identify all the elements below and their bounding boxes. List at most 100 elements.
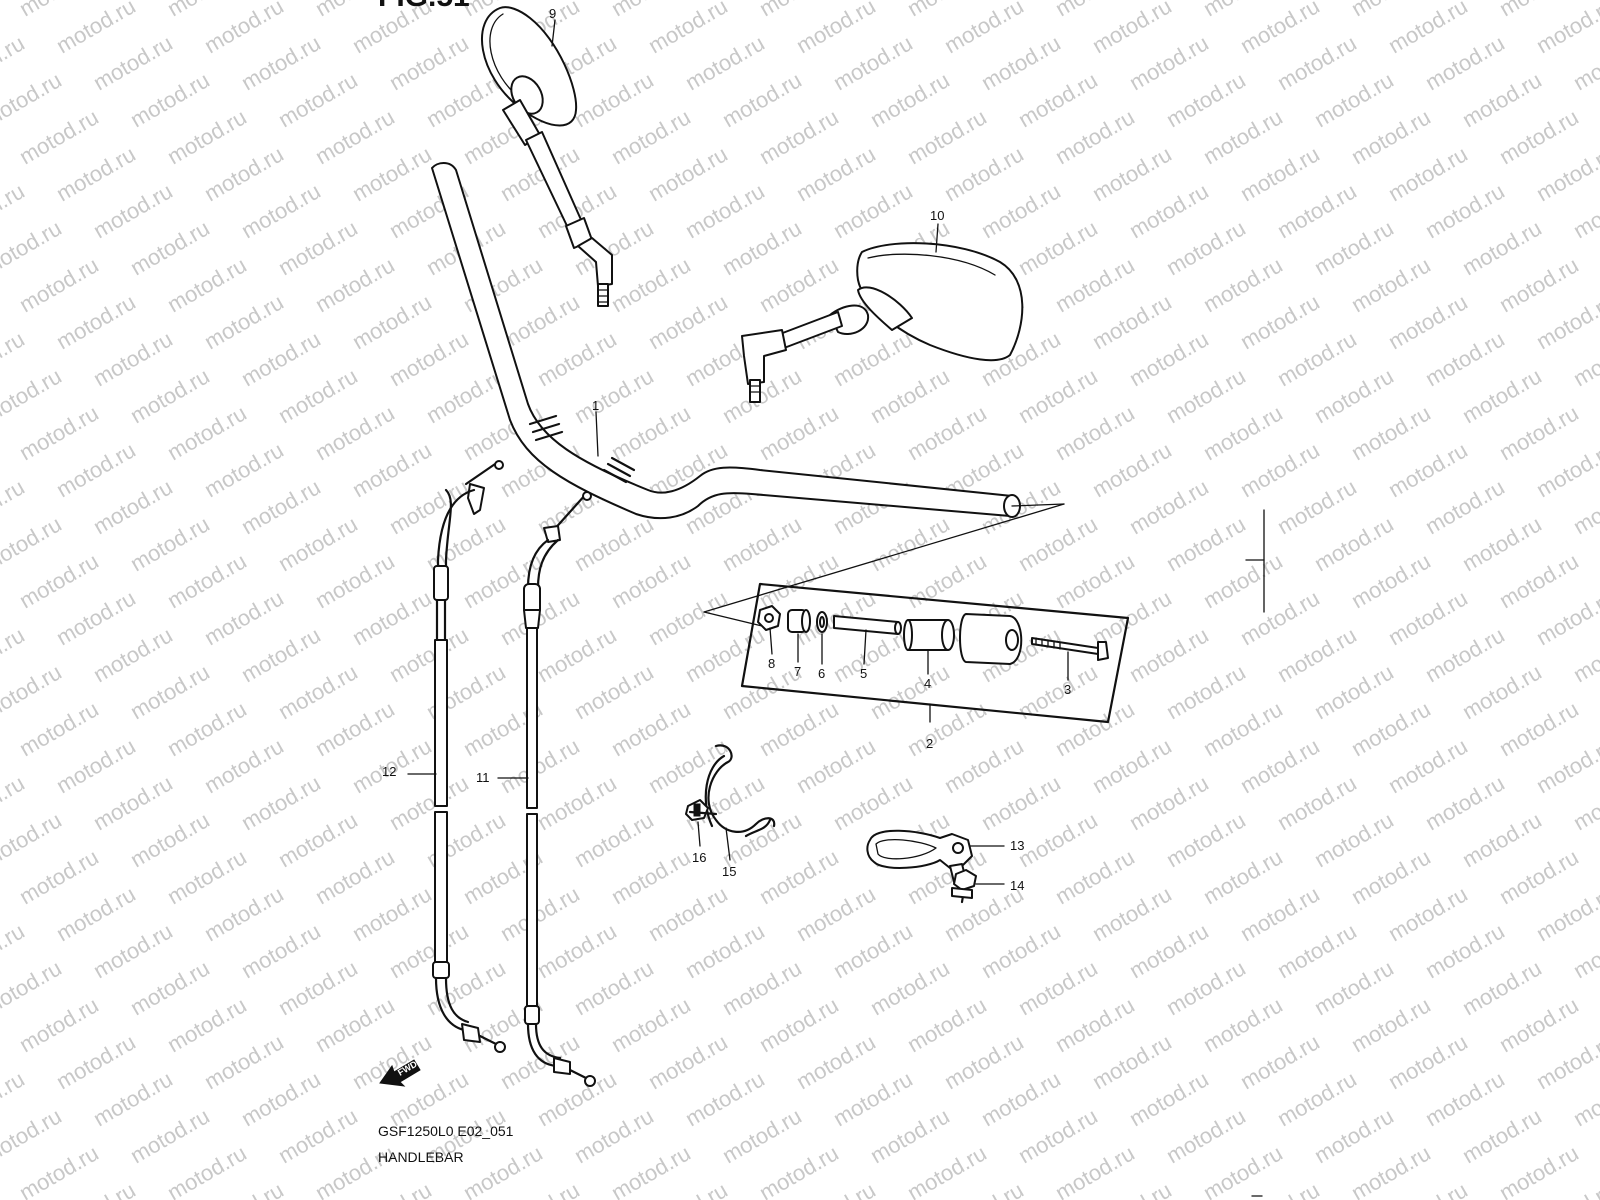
watermark-text: motod.ru xyxy=(1458,363,1546,428)
watermark-text: motod.ru xyxy=(1458,215,1546,280)
watermark-text: motod.ru xyxy=(681,30,769,95)
watermark-text: motod.ru xyxy=(1458,659,1546,724)
throttle-cable-1[interactable] xyxy=(523,491,596,1087)
watermark-text: motod.ru xyxy=(496,733,584,798)
balancer-nut[interactable] xyxy=(757,605,781,631)
watermark-text: motod.ru xyxy=(792,0,880,58)
watermark-text: motod.ru xyxy=(1199,252,1287,317)
callout-12[interactable]: 12 xyxy=(382,764,396,779)
watermark-text: motod.ru xyxy=(89,326,177,391)
watermark-text: motod.ru xyxy=(1088,733,1176,798)
watermark-text: motod.ru xyxy=(829,918,917,983)
balancer-weight[interactable] xyxy=(903,619,955,651)
watermark-text: motod.ru xyxy=(237,474,325,539)
callout-8[interactable]: 8 xyxy=(768,656,775,671)
balancer-end-cap[interactable] xyxy=(959,613,1023,665)
watermark-text: motod.ru xyxy=(977,1066,1065,1131)
watermark-text: motod.ru xyxy=(1051,992,1139,1057)
clamp[interactable] xyxy=(866,829,973,883)
watermark-text: motod.ru xyxy=(607,844,695,909)
watermark-text: motod.ru xyxy=(1199,696,1287,761)
watermark-text: motod.ru xyxy=(1236,585,1324,650)
callout-5[interactable]: 5 xyxy=(860,666,867,681)
watermark-text: motod.ru xyxy=(570,659,658,724)
watermark-text: motod.ru xyxy=(1088,585,1176,650)
watermark-text: motod.ru xyxy=(163,992,251,1057)
callout-9[interactable]: 9 xyxy=(549,6,556,21)
watermark-text: motod.ru xyxy=(1421,30,1509,95)
watermark-text: motod.ru xyxy=(163,400,251,465)
watermark-text: motod.ru xyxy=(866,363,954,428)
watermark-text: motod.ru xyxy=(89,30,177,95)
callout-2[interactable]: 2 xyxy=(926,736,933,751)
callout-11[interactable]: 11 xyxy=(476,770,490,785)
callout-15[interactable]: 15 xyxy=(722,864,736,879)
callout-4[interactable]: 4 xyxy=(924,676,931,691)
watermark-text: motod.ru xyxy=(1051,400,1139,465)
figure-code: GSF1250L0 E02_051 xyxy=(378,1123,514,1139)
balancer-spacer[interactable] xyxy=(787,609,811,633)
watermark-text: motod.ru xyxy=(644,289,732,354)
watermark-text: motod.ru xyxy=(348,437,436,502)
callout-7[interactable]: 7 xyxy=(794,664,801,679)
watermark-text: motod.ru xyxy=(1088,141,1176,206)
watermark-text: motod.ru xyxy=(1273,918,1361,983)
watermark-text: motod.ru xyxy=(311,844,399,909)
callout-3[interactable]: 3 xyxy=(1064,682,1071,697)
callout-16[interactable]: 16 xyxy=(692,850,706,865)
left-mirror[interactable] xyxy=(481,6,613,307)
throttle-cable-2[interactable] xyxy=(432,460,506,1053)
balancer-washer[interactable] xyxy=(816,611,828,633)
watermark-text: motod.ru xyxy=(1162,955,1250,1020)
watermark-text: motod.ru xyxy=(792,1029,880,1094)
watermark-text: motod.ru xyxy=(163,696,251,761)
clamp-bolt[interactable] xyxy=(951,869,977,904)
watermark-text: motod.ru xyxy=(89,1066,177,1131)
watermark-text: motod.ru xyxy=(311,400,399,465)
handlebar[interactable] xyxy=(431,162,1021,520)
watermark-text: motod.ru xyxy=(496,881,584,946)
watermark-text: motod.ru xyxy=(1310,1103,1398,1168)
balancer-bolt[interactable] xyxy=(1031,637,1109,661)
watermark-text: motod.ru xyxy=(570,1103,658,1168)
callout-13[interactable]: 13 xyxy=(1010,838,1024,853)
watermark-text: motod.ru xyxy=(570,511,658,576)
watermark-text: motod.ru xyxy=(89,918,177,983)
watermark-text: motod.ru xyxy=(52,881,140,946)
watermark-text: motod.ru xyxy=(755,104,843,169)
callout-10[interactable]: 10 xyxy=(930,208,944,223)
watermark-text: motod.ru xyxy=(1532,0,1600,58)
watermark-text: motod.ru xyxy=(52,437,140,502)
clamp-screw[interactable] xyxy=(685,799,718,821)
watermark-text: motod.ru xyxy=(163,548,251,613)
watermark-text: motod.ru xyxy=(533,1066,621,1131)
callout-1[interactable]: 1 xyxy=(592,398,599,413)
callout-14[interactable]: 14 xyxy=(1010,878,1024,893)
right-mirror[interactable] xyxy=(741,242,1024,403)
watermark-text: motod.ru xyxy=(533,622,621,687)
watermark-text: motod.ru xyxy=(1199,400,1287,465)
watermark-text: motod.ru xyxy=(681,178,769,243)
balancer-sleeve[interactable] xyxy=(833,615,902,635)
watermark-text: motod.ru xyxy=(1384,0,1472,58)
watermark-text: motod.ru xyxy=(52,289,140,354)
watermark-text: motod.ru xyxy=(866,955,954,1020)
callout-6[interactable]: 6 xyxy=(818,666,825,681)
watermark-text: motod.ru xyxy=(866,511,954,576)
watermark-text: motod.ru xyxy=(385,30,473,95)
watermark-text: motod.ru xyxy=(348,881,436,946)
watermark-text: motod.ru xyxy=(126,1103,214,1168)
watermark-text: motod.ru xyxy=(200,881,288,946)
watermark-text: motod.ru xyxy=(163,844,251,909)
watermark-text: motod.ru xyxy=(1162,807,1250,872)
wire-clamp[interactable] xyxy=(704,744,776,838)
watermark-text: motod.ru xyxy=(607,400,695,465)
watermark-text: motod.ru xyxy=(1088,437,1176,502)
watermark-text: motod.ru xyxy=(1458,67,1546,132)
watermark-text: motod.ru xyxy=(1088,1029,1176,1094)
balancer-set[interactable] xyxy=(740,582,1130,724)
watermark-text: motod.ru xyxy=(977,30,1065,95)
watermark-text: motod.ru xyxy=(866,659,954,724)
watermark-text: motod.ru xyxy=(1125,770,1213,835)
watermark-text: motod.ru xyxy=(1162,67,1250,132)
